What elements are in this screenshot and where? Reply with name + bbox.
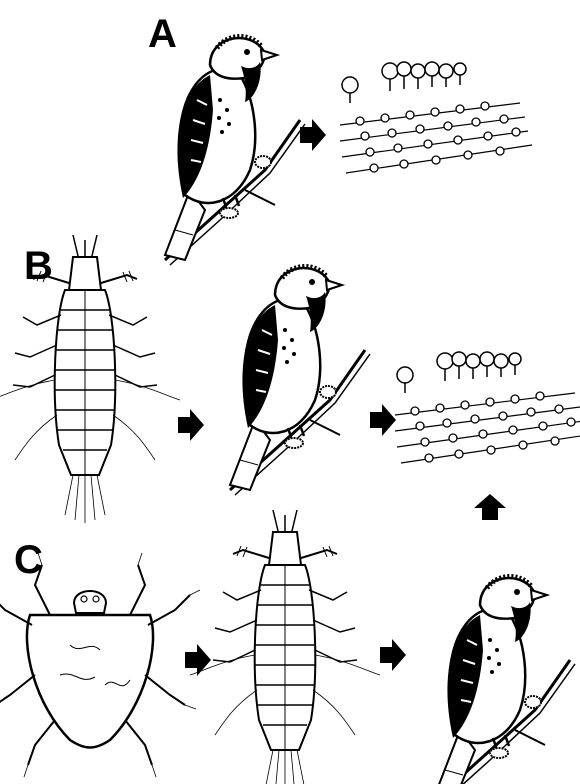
- arrow-up-icon: [474, 494, 506, 520]
- arrow-right-icon: [380, 639, 406, 671]
- sparrow-icon: [230, 266, 370, 495]
- larva-icon: [190, 510, 380, 784]
- arrow-right-icon: [300, 119, 326, 151]
- arrow-right-icon: [178, 409, 204, 441]
- mite-icon: [0, 553, 200, 777]
- arrow-right-icon: [185, 644, 211, 676]
- crop-field-icon: [340, 62, 532, 173]
- arrow-right-icon: [370, 404, 396, 436]
- panel-label-a: A: [148, 14, 177, 54]
- sparrow-icon: [435, 576, 575, 784]
- panel-label-c: C: [14, 540, 43, 580]
- crop-field-icon: [395, 352, 580, 463]
- panel-label-b: B: [24, 246, 53, 286]
- sparrow-icon: [165, 36, 305, 265]
